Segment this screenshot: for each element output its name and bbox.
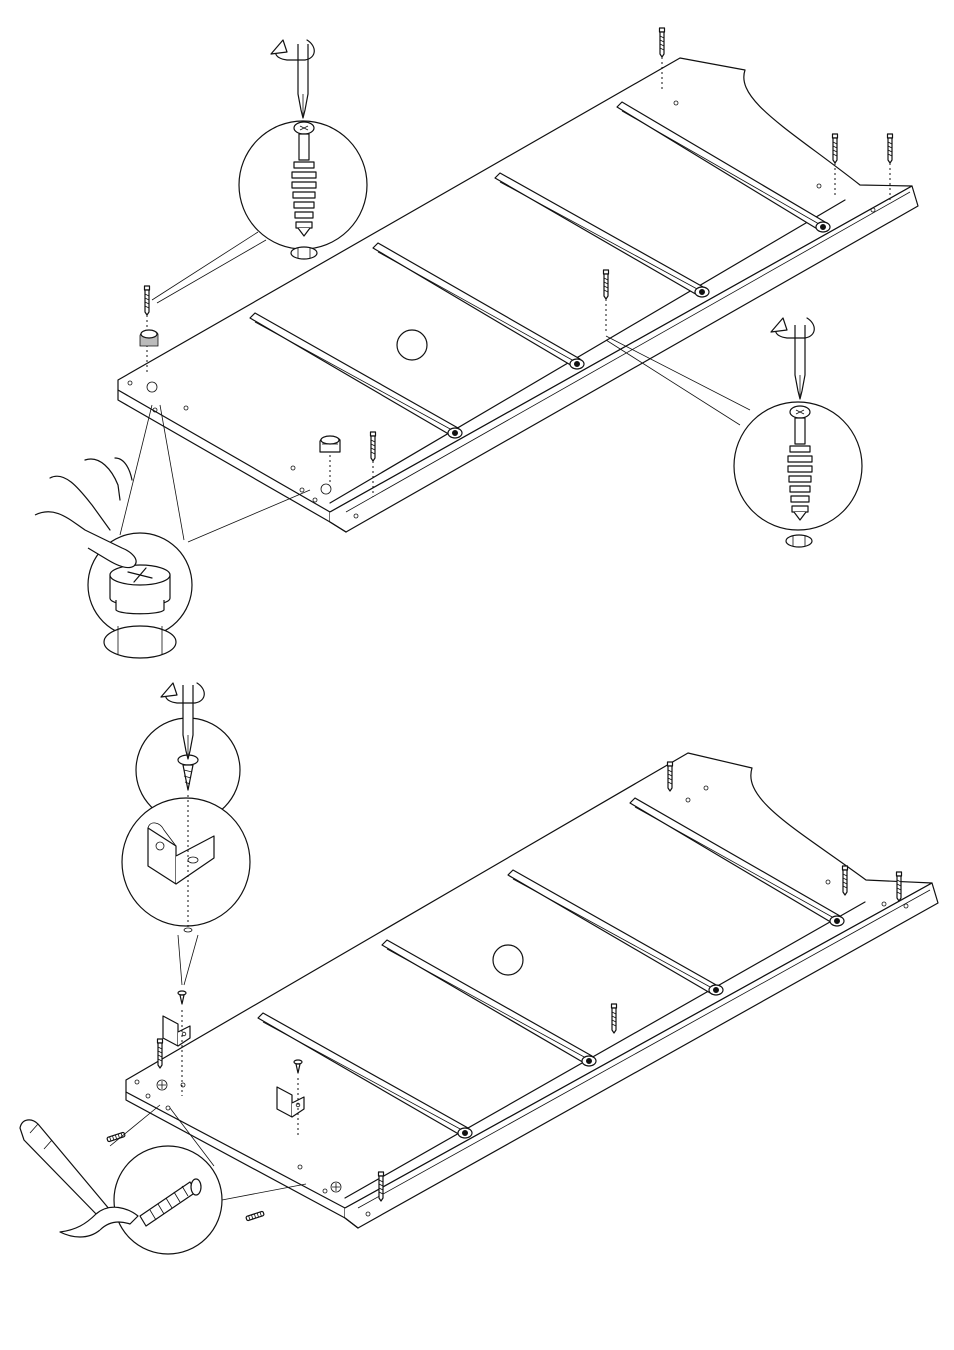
cam-lock-icon [140, 330, 158, 346]
cam-bolt-icon [888, 134, 893, 163]
detail-bracket-screw [122, 718, 250, 985]
side-panel-top-surface [126, 753, 932, 1208]
cam-bolt-icon [379, 1172, 384, 1201]
screwdriver-icon [271, 40, 314, 118]
screwdriver-icon [771, 318, 814, 399]
cam-lock-icon [320, 436, 340, 452]
detail-cam-bolt-right [606, 336, 862, 547]
cam-bolt-icon [660, 28, 665, 57]
cam-bolt-icon [833, 134, 838, 163]
cam-bolt-icon [668, 762, 673, 791]
cam-bolt-icon [145, 286, 150, 315]
cam-bolt-icon [604, 270, 609, 299]
panel-marker-circle [493, 945, 523, 975]
step-2-panel-illustration [20, 683, 938, 1254]
wooden-dowel-icon [246, 1211, 264, 1221]
hand-pressing-icon [35, 458, 136, 568]
rotate-arrow-icon [771, 318, 814, 338]
panel-marker-circle [397, 330, 427, 360]
angle-bracket-icon [163, 1016, 190, 1046]
wooden-dowel-icon [107, 1132, 125, 1142]
cam-bolt-icon [158, 1039, 163, 1068]
cam-bolt-icon [897, 872, 902, 901]
wood-screw-icon [178, 991, 186, 1004]
cam-bolt-icon [843, 866, 848, 895]
step-1-panel-illustration [35, 28, 918, 658]
cam-bolt-icon [612, 1004, 617, 1033]
cam-bolt-icon [371, 432, 376, 461]
